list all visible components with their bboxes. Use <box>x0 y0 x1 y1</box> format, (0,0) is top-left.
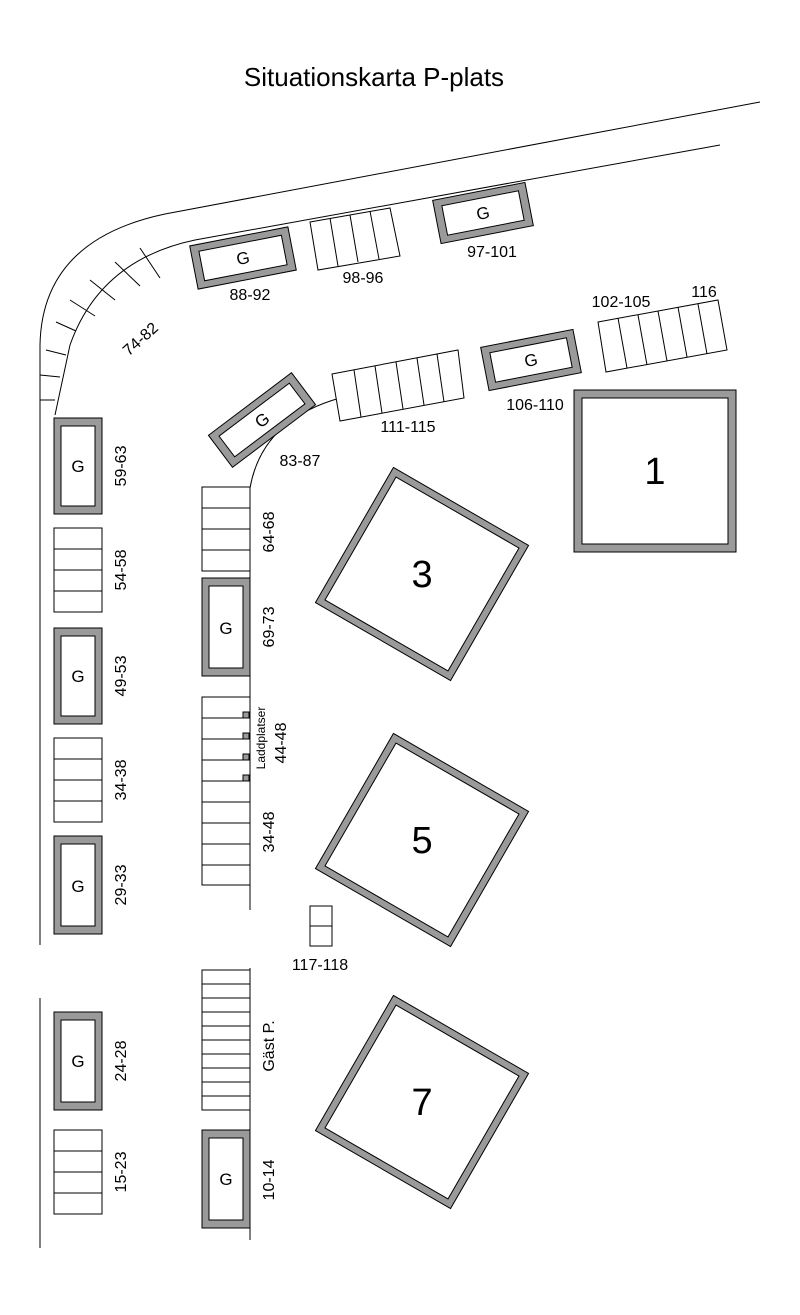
label-97-101: 97-101 <box>467 244 517 261</box>
building-5: 5 <box>314 732 530 948</box>
garage-label: G <box>523 350 540 371</box>
building-7: 7 <box>314 994 530 1210</box>
garage-label: G <box>71 877 84 896</box>
parking-34-38 <box>53 737 103 823</box>
label-29-33: 29-33 <box>113 864 130 905</box>
label-59-63: 59-63 <box>113 445 130 486</box>
garage-label: G <box>219 1170 232 1189</box>
label-10-14: 10-14 <box>261 1159 278 1200</box>
map-title: Situationskarta P-plats <box>244 62 504 92</box>
parking-54-58 <box>53 527 103 613</box>
parking-64-68 <box>201 486 251 572</box>
parking-guest <box>201 969 251 1111</box>
parking-117-118 <box>309 905 333 947</box>
garage-106-110: G <box>480 328 582 392</box>
garage-label: G <box>71 457 84 476</box>
building-1: 1 <box>573 389 737 553</box>
garage-69-73: G <box>201 577 251 677</box>
label-106-110: 106-110 <box>506 397 564 414</box>
label-24-28: 24-28 <box>113 1040 130 1081</box>
label-49-53: 49-53 <box>113 655 130 696</box>
label-117-118: 117-118 <box>292 957 348 974</box>
garage-10-14: G <box>201 1129 251 1229</box>
building-number: 1 <box>644 451 665 493</box>
label-98-96: 98-96 <box>343 270 384 287</box>
label-74-82: 74-82 <box>120 320 162 360</box>
garage-88-92: G <box>189 226 297 290</box>
garage-29-33: G <box>53 835 103 935</box>
label-laddplatser: Laddplatser <box>254 707 268 770</box>
label-54-58: 54-58 <box>113 549 130 590</box>
garage-label: G <box>235 248 252 269</box>
parking-44-48-34-48 <box>201 696 251 886</box>
garage-83-87: G <box>207 372 317 468</box>
parking-102-105-116 <box>597 299 728 373</box>
label-44-48: 44-48 <box>273 722 290 763</box>
building-number: 3 <box>411 554 432 596</box>
label-111-115: 111-115 <box>380 419 435 436</box>
label-64-68: 64-68 <box>261 511 278 552</box>
garage-97-101: G <box>432 181 534 245</box>
garage-24-28: G <box>53 1011 103 1111</box>
parking-98-96 <box>309 207 401 271</box>
label-88-92: 88-92 <box>230 287 271 304</box>
label-34-38: 34-38 <box>113 759 130 800</box>
charger-marker <box>242 732 250 740</box>
garage-label: G <box>475 203 492 224</box>
parking-15-23 <box>53 1129 103 1215</box>
building-number: 5 <box>411 820 432 862</box>
label-102-105: 102-105 <box>592 294 651 311</box>
garage-label: G <box>219 619 232 638</box>
charger-marker <box>242 774 250 782</box>
garage-59-63: G <box>53 417 103 515</box>
label-116: 116 <box>691 284 717 301</box>
charger-marker <box>242 711 250 719</box>
label-83-87: 83-87 <box>280 453 321 470</box>
parking-74-82 <box>39 247 161 401</box>
building-number: 7 <box>411 1082 432 1124</box>
parking-111-115 <box>331 349 465 422</box>
garage-label: G <box>71 1052 84 1071</box>
garage-49-53: G <box>53 627 103 725</box>
label-34-48: 34-48 <box>261 811 278 852</box>
garage-label: G <box>71 667 84 686</box>
charger-marker <box>242 753 250 761</box>
label-gast-p: Gäst P. <box>261 1020 278 1071</box>
building-3: 3 <box>314 466 530 682</box>
label-15-23: 15-23 <box>113 1151 130 1192</box>
label-69-73: 69-73 <box>261 606 278 647</box>
